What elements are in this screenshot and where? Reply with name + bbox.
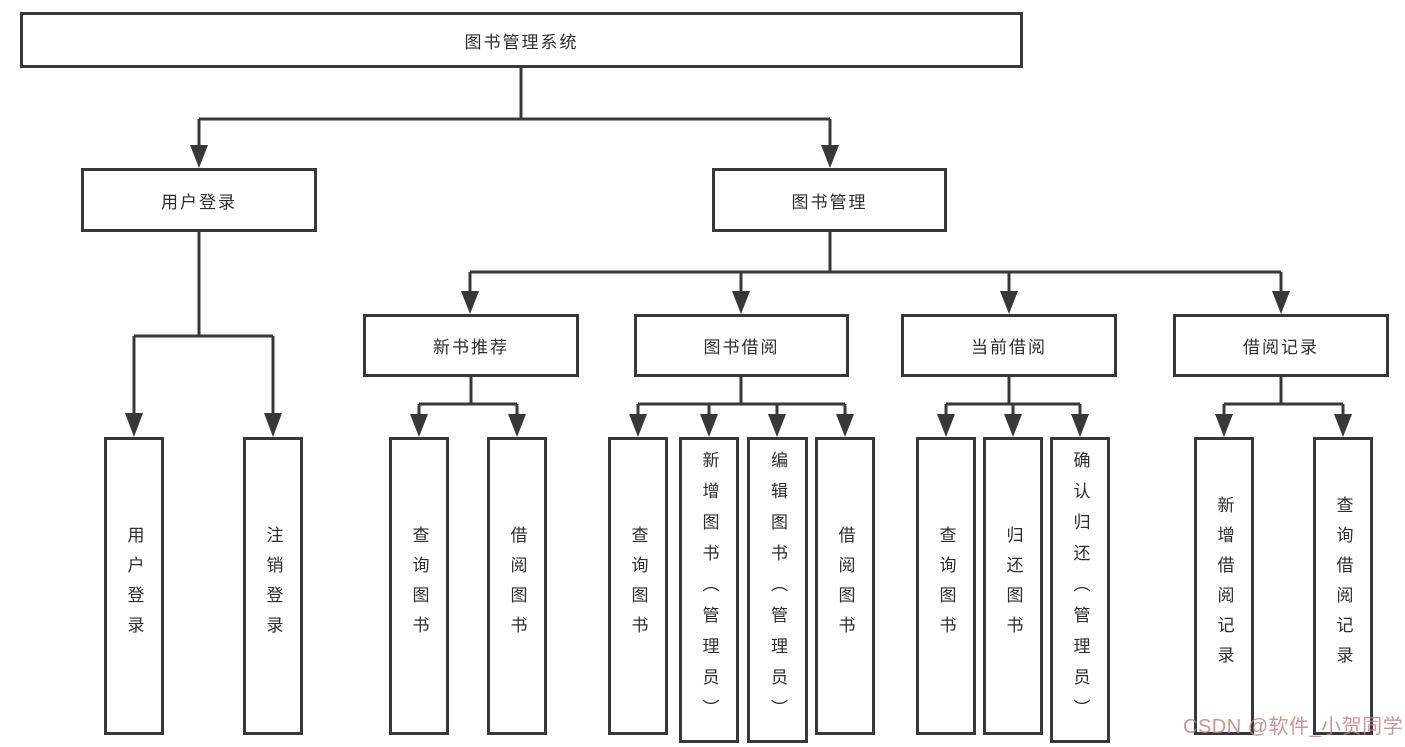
leaf-confirm-return-admin: 确认归还（管理员） [1050, 437, 1110, 743]
arrowhead-br-query [1334, 414, 1352, 437]
arrowhead-bb-query [629, 414, 647, 437]
node-user-login: 用户登录 [81, 168, 317, 232]
leaf-query-books-recommend: 查询图书 [389, 437, 449, 735]
node-current-borrow: 当前借阅 [901, 314, 1117, 377]
node-new-book-recommend: 新书推荐 [363, 314, 579, 377]
arrowhead-nb-borrow [508, 414, 526, 437]
csdn-watermark: CSDN @软件_小贺同学 [1183, 716, 1404, 738]
leaf-query-books-borrow: 查询图书 [608, 437, 668, 735]
node-root: 图书管理系统 [20, 12, 1023, 68]
leaf-user-login: 用户登录 [104, 437, 164, 735]
leaf-query-borrow-record: 查询借阅记录 [1313, 437, 1373, 735]
arrowhead-new-books [461, 291, 479, 314]
arrowhead-current-borrow [1000, 291, 1018, 314]
leaf-logout: 注销登录 [243, 437, 303, 735]
leaf-query-books-current: 查询图书 [916, 437, 976, 735]
arrowhead-bb-edit [768, 414, 786, 437]
arrowhead-ul-logout [264, 413, 282, 437]
arrowhead-cb-confirm [1071, 414, 1089, 437]
node-book-management: 图书管理 [712, 168, 947, 232]
arrowhead-bb-add [700, 414, 718, 437]
leaf-add-borrow-record: 新增借阅记录 [1194, 437, 1254, 735]
arrowhead-bb-borrow [836, 414, 854, 437]
arrowhead-cb-query [937, 414, 955, 437]
leaf-add-books-admin: 新增图书（管理员） [679, 437, 739, 743]
arrowhead-book-borrow [732, 291, 750, 314]
node-borrow-records: 借阅记录 [1173, 314, 1389, 377]
arrowhead-borrow-records [1272, 291, 1290, 314]
arrowhead-ul-login [125, 413, 143, 437]
arrowhead-cb-return [1004, 414, 1022, 437]
leaf-return-books: 归还图书 [983, 437, 1043, 735]
leaf-edit-books-admin: 编辑图书（管理员） [747, 437, 808, 743]
leaf-borrow-books-recommend: 借阅图书 [487, 437, 547, 735]
node-book-borrow: 图书借阅 [634, 314, 849, 377]
arrowhead-user-login [190, 145, 208, 168]
leaf-borrow-books: 借阅图书 [815, 437, 875, 735]
arrowhead-nb-query [410, 414, 428, 437]
arrowhead-br-add [1215, 414, 1233, 437]
arrowhead-book-mgmt [821, 145, 839, 168]
